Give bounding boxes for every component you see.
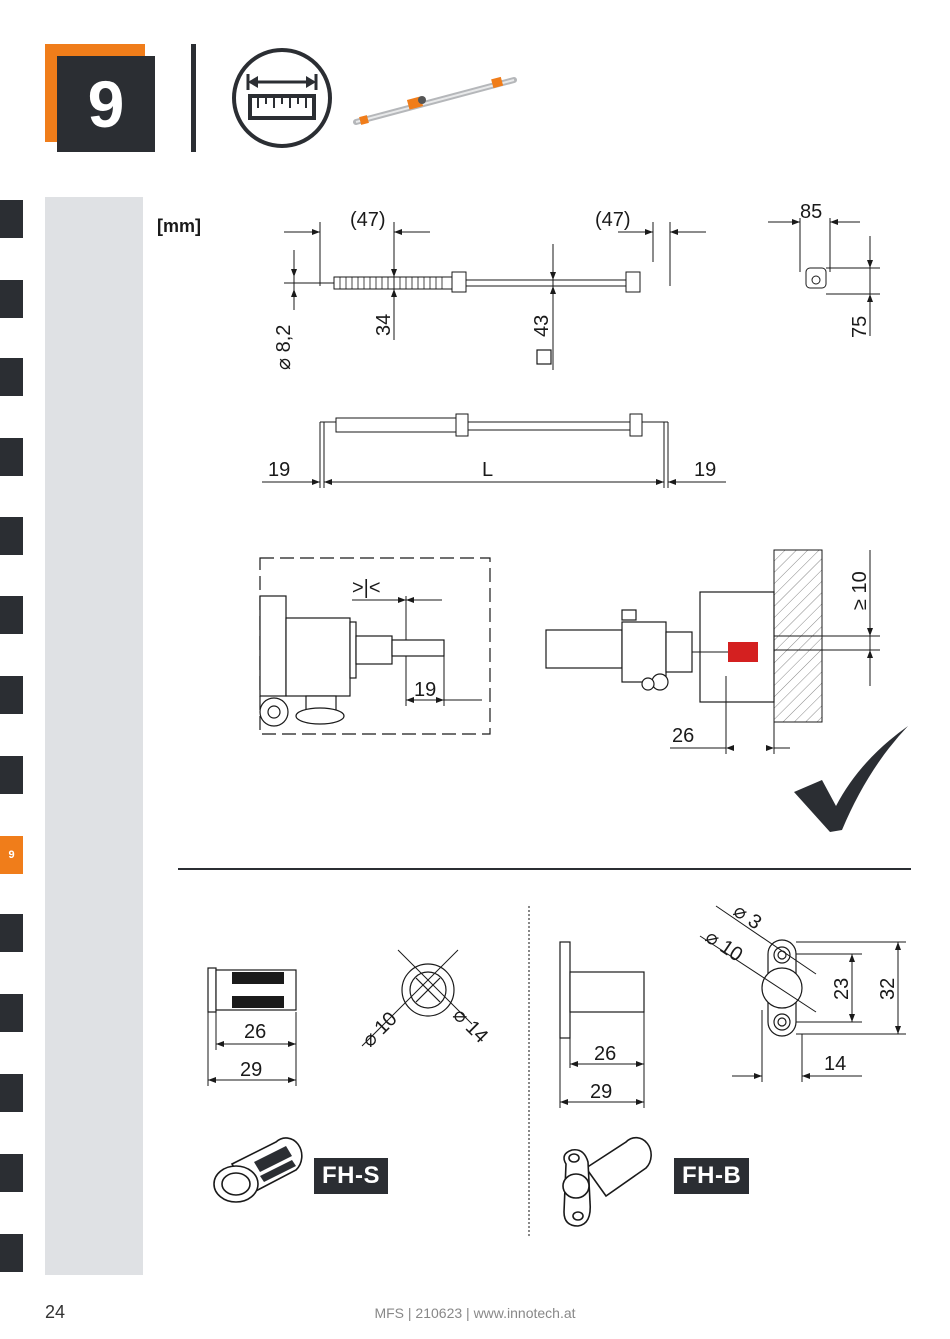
fhs-dia-14: ⌀ 14 xyxy=(448,1004,492,1048)
dim-85: 85 xyxy=(800,201,822,223)
dim-19-right: 19 xyxy=(694,459,716,481)
top-view-drawing: (47) (47) ⌀ 8,2 34 43 xyxy=(273,209,706,370)
dim-19-detail: 19 xyxy=(414,679,436,701)
detail-left-drawing: >|< 19 xyxy=(259,557,491,735)
chapter-tab[interactable] xyxy=(0,1234,23,1272)
chapter-tab[interactable] xyxy=(0,200,23,238)
fhs-dia-10: ⌀ 10 xyxy=(358,1008,402,1052)
chapter-tab[interactable] xyxy=(0,280,23,318)
step-number: 9 xyxy=(57,56,155,152)
dim-diameter-8-2: ⌀ 8,2 xyxy=(273,325,295,370)
chapter-tab-active[interactable]: 9 xyxy=(0,836,23,874)
header-divider xyxy=(191,44,196,152)
chapter-tab[interactable] xyxy=(0,994,23,1032)
dim-43: 43 xyxy=(531,315,553,337)
fhs-dim-29: 29 xyxy=(240,1059,262,1081)
footer-text: MFS | 210623 | www.innotech.at xyxy=(374,1305,576,1321)
column-divider xyxy=(528,906,530,1236)
dim-19-left: 19 xyxy=(268,459,290,481)
chapter-tab[interactable] xyxy=(0,914,23,952)
section-divider xyxy=(178,868,911,870)
chapter-tab[interactable] xyxy=(0,1074,23,1112)
dim-75: 75 xyxy=(849,316,871,338)
dim-length-l: L xyxy=(482,459,493,481)
fhb-dim-32: 32 xyxy=(877,978,899,1000)
fhb-dim-14: 14 xyxy=(824,1053,846,1075)
detail-right-drawing: 26 ≥ 10 xyxy=(545,549,880,754)
dim-26-detail: 26 xyxy=(672,725,694,747)
fhb-dia-10: ⌀ 10 xyxy=(701,926,746,967)
chapter-tab[interactable] xyxy=(0,596,23,634)
fhb-dim-26: 26 xyxy=(594,1043,616,1065)
chapter-tab[interactable] xyxy=(0,676,23,714)
measure-icon xyxy=(232,48,332,148)
chapter-tab[interactable] xyxy=(0,438,23,476)
fhb-side-drawing: 26 29 xyxy=(559,941,645,1108)
gap-symbol: >|< xyxy=(352,577,381,599)
fhb-dim-29: 29 xyxy=(590,1081,612,1103)
sidebar-panel xyxy=(45,197,143,1275)
unit-label: [mm] xyxy=(157,216,201,236)
fhb-dim-23: 23 xyxy=(831,978,853,1000)
dim-47-left: (47) xyxy=(350,209,386,231)
fhb-dia-3: ⌀ 3 xyxy=(729,900,765,934)
page-number: 24 xyxy=(45,1302,66,1322)
fhs-label: FH-S xyxy=(314,1158,388,1194)
chapter-tab[interactable] xyxy=(0,358,23,396)
fhs-side-drawing: 26 29 xyxy=(207,967,297,1086)
length-view-drawing: 19 L 19 xyxy=(262,413,726,488)
end-view-drawing: 85 75 xyxy=(768,201,880,338)
fhb-label: FH-B xyxy=(674,1158,750,1194)
chapter-tab[interactable] xyxy=(0,517,23,555)
fhb-front-drawing: ⌀ 3 ⌀ 10 23 32 14 xyxy=(699,900,906,1082)
product-rod-image xyxy=(353,76,517,125)
fhs-3d-image xyxy=(213,1137,303,1203)
chapter-tab[interactable] xyxy=(0,756,23,794)
dim-47-right: (47) xyxy=(595,209,631,231)
chapter-tab[interactable] xyxy=(0,1154,23,1192)
dim-34: 34 xyxy=(373,314,395,336)
fhs-front-drawing: ⌀ 10 ⌀ 14 xyxy=(358,949,492,1052)
dim-min-10: ≥ 10 xyxy=(849,571,871,610)
fhb-3d-image xyxy=(562,1136,652,1227)
checkmark-icon xyxy=(794,726,908,832)
fhs-dim-26: 26 xyxy=(244,1021,266,1043)
